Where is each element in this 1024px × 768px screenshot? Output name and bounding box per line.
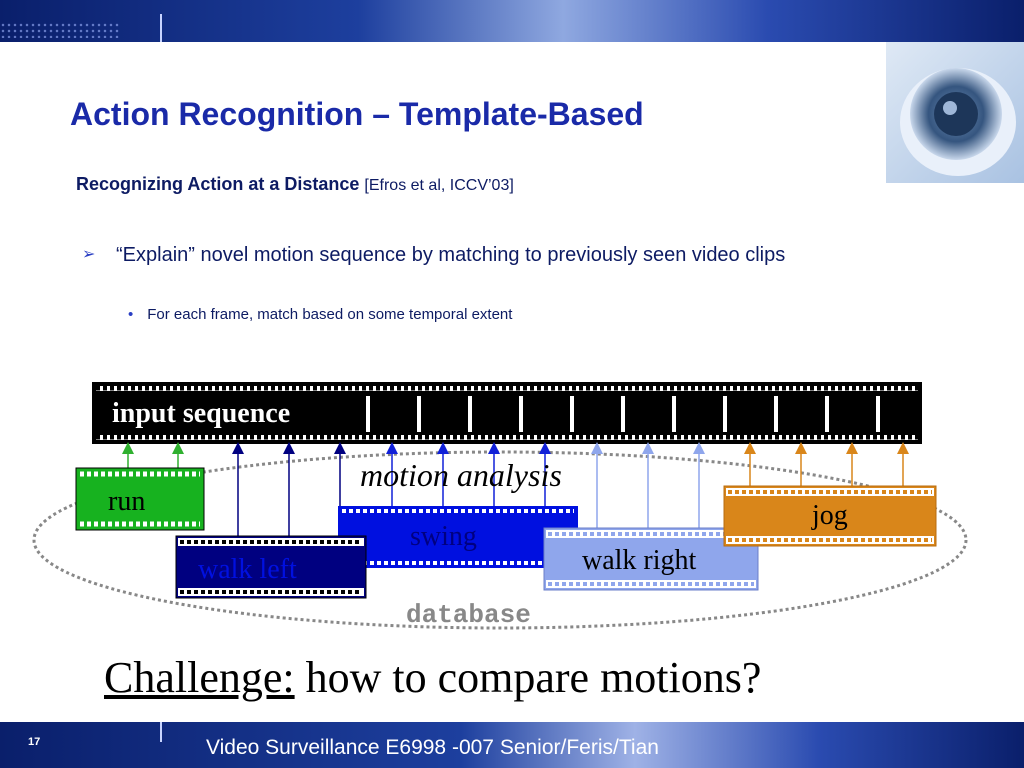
subtitle-text: Recognizing Action at a Distance <box>76 174 360 194</box>
bullet-level1: ➢ “Explain” novel motion sequence by mat… <box>82 240 922 270</box>
clip-swing-label: swing <box>410 521 477 552</box>
slide-number: 17 <box>28 736 41 748</box>
clip-jog-label: jog <box>811 500 848 531</box>
database-label: database <box>406 600 531 630</box>
bullet-level2: • For each frame, match based on some tem… <box>128 306 512 323</box>
clip-walk-right-label: walk right <box>582 545 697 576</box>
challenge-question: how to compare motions? <box>294 653 762 702</box>
clip-swing <box>338 506 578 568</box>
clip-walk-left-label: walk left <box>198 554 297 585</box>
footer-text: Video Surveillance E6998 -007 Senior/Fer… <box>206 736 659 759</box>
header-divider <box>160 14 162 42</box>
footer-banner <box>0 722 1024 768</box>
clip-run-label: run <box>108 486 145 517</box>
footer-divider <box>160 722 162 742</box>
bullet-level2-text: For each frame, match based on some temp… <box>147 306 513 323</box>
clip-jog <box>723 485 937 547</box>
input-sequence-filmstrip <box>92 382 922 444</box>
eye-logo <box>886 42 1024 183</box>
page-title: Action Recognition – Template-Based <box>70 96 644 132</box>
input-sequence-label: input sequence <box>112 398 290 429</box>
clip-walk-right <box>543 527 759 591</box>
motion-diagram: input sequence motion analysis swing run <box>32 382 968 630</box>
subtitle-reference: [Efros et al, ICCV’03] <box>364 177 514 194</box>
header-banner <box>0 0 1024 42</box>
motion-analysis-label: motion analysis <box>360 457 562 493</box>
database-ellipse <box>32 450 968 630</box>
challenge-label: Challenge: <box>104 653 295 702</box>
eye-logo-icon <box>900 68 1016 176</box>
clip-run <box>75 467 205 531</box>
dot-bullet-icon: • <box>128 306 134 323</box>
subtitle: Recognizing Action at a Distance [Efros … <box>76 174 514 195</box>
bullet-level1-text: “Explain” novel motion sequence by match… <box>116 244 786 266</box>
header-dot-pattern <box>0 22 120 38</box>
arrow-bullet-icon: ➢ <box>82 246 96 263</box>
clip-walk-left <box>175 535 367 599</box>
challenge-text: Challenge: how to compare motions? <box>104 652 761 703</box>
